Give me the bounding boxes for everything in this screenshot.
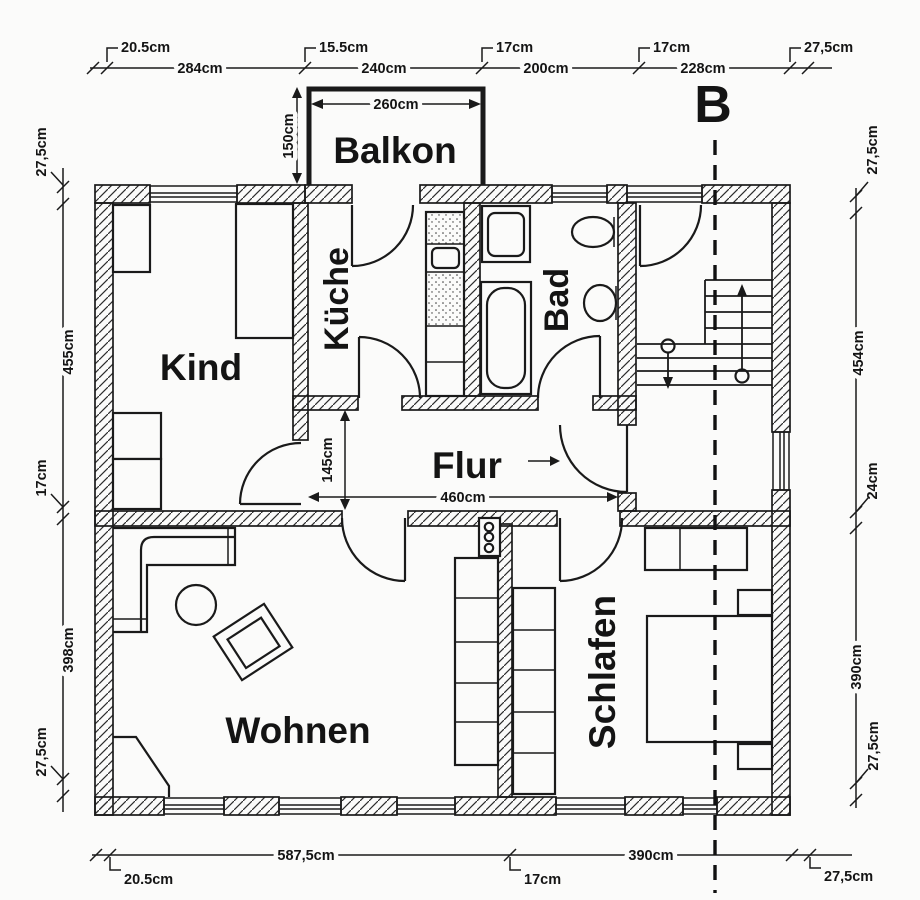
dimension-ticks bbox=[89, 848, 817, 862]
dim-right-seg2: 390cm bbox=[849, 644, 865, 689]
dim-bottom-offset-left: 20.5cm bbox=[124, 872, 173, 888]
room-label-flur: Flur bbox=[432, 445, 502, 486]
section-marker-label: B bbox=[694, 76, 732, 134]
room-label-kueche: Küche bbox=[318, 247, 356, 351]
dim-left-offset-bottom: 27,5cm bbox=[34, 727, 50, 776]
dim-top-seg2: 240cm bbox=[361, 61, 406, 77]
windows bbox=[149, 185, 790, 815]
door-bad bbox=[536, 334, 602, 399]
room-label-kind: Kind bbox=[160, 347, 242, 388]
door-staircase bbox=[638, 204, 703, 268]
dim-balcony-depth: 150cm bbox=[281, 113, 297, 158]
door-entrance bbox=[558, 424, 629, 494]
dim-bottom-gap1: 17cm bbox=[524, 872, 561, 888]
dim-right-seg1: 454cm bbox=[851, 330, 867, 375]
dim-left-gap1: 17cm bbox=[34, 459, 50, 496]
dimension-chain-left: 27,5cm 455cm 17cm 398cm 27,5cm bbox=[34, 127, 82, 812]
schlafen-wardrobe bbox=[511, 586, 557, 796]
wohnen-armchair bbox=[212, 602, 294, 682]
schlafen-bed bbox=[645, 614, 774, 744]
wohnen-corner-feature bbox=[113, 735, 171, 797]
window-schlafen-1 bbox=[555, 797, 626, 815]
schlafen-nightstand-1 bbox=[736, 588, 774, 617]
room-kueche: Küche bbox=[318, 210, 466, 398]
doors bbox=[238, 204, 703, 583]
dimension-hooks bbox=[109, 857, 821, 871]
balcony-walls bbox=[306, 86, 486, 185]
dim-left-seg1: 455cm bbox=[61, 329, 77, 374]
wohnen-shelf bbox=[453, 556, 500, 767]
schlafen-nightstand-2 bbox=[736, 742, 774, 771]
room-kind: Kind bbox=[111, 202, 295, 511]
dim-left-seg2: 398cm bbox=[61, 627, 77, 672]
room-label-wohnen: Wohnen bbox=[225, 710, 370, 751]
room-label-bad: Bad bbox=[538, 268, 576, 332]
dim-right-offset-bottom: 27,5cm bbox=[866, 721, 882, 770]
bad-sink bbox=[582, 283, 618, 323]
wohnen-corner-sofa bbox=[113, 526, 237, 634]
dim-flur-width: 460cm bbox=[440, 490, 485, 506]
dim-bottom-seg1: 587,5cm bbox=[277, 848, 334, 864]
bad-bathtub bbox=[479, 280, 533, 396]
door-kueche bbox=[357, 335, 422, 399]
window-wohnen-3 bbox=[396, 797, 456, 815]
kind-wardrobe bbox=[111, 203, 152, 274]
room-label-balkon: Balkon bbox=[333, 130, 456, 171]
staircase bbox=[637, 279, 772, 389]
dimension-hooks bbox=[855, 181, 869, 784]
window-kind bbox=[149, 185, 238, 203]
dim-top-offset-left: 20.5cm bbox=[121, 40, 170, 56]
door-balcony bbox=[350, 204, 415, 268]
kitchen-sink bbox=[430, 246, 461, 270]
wohnen-table bbox=[174, 583, 218, 627]
dimension-chain-bottom: 20.5cm 17cm 27,5cm 587,5cm 390cm bbox=[89, 844, 873, 888]
stair-arrow-down-origin bbox=[660, 338, 676, 354]
door-schlafen bbox=[558, 517, 624, 583]
window-staircase-right bbox=[772, 431, 790, 491]
dimension-chain-right: 27,5cm 454cm 24cm 390cm 27,5cm bbox=[845, 125, 882, 808]
bad-toilet bbox=[570, 215, 616, 249]
window-staircase-top bbox=[626, 185, 703, 203]
dim-top-seg3: 200cm bbox=[523, 61, 568, 77]
dim-right-offset-top: 27,5cm bbox=[865, 125, 881, 174]
dim-top-offset-right: 27,5cm bbox=[804, 40, 853, 56]
dim-balcony-width: 260cm bbox=[373, 97, 418, 113]
window-wohnen-2 bbox=[278, 797, 342, 815]
dim-left-offset-top: 27,5cm bbox=[34, 127, 50, 176]
room-label-schlafen: Schlafen bbox=[582, 595, 623, 749]
room-wohnen: Wohnen bbox=[113, 526, 500, 797]
kind-bed bbox=[234, 202, 295, 340]
dim-top-gap1: 15.5cm bbox=[319, 40, 368, 56]
dimension-hooks bbox=[50, 171, 64, 780]
dimension-hooks bbox=[106, 47, 801, 62]
dim-top-gap2: 17cm bbox=[496, 40, 533, 56]
dim-top-seg4: 228cm bbox=[680, 61, 725, 77]
window-wohnen-1 bbox=[163, 797, 225, 815]
room-flur: 145cm 460cm Flur bbox=[308, 410, 618, 511]
dimension-ticks bbox=[86, 61, 815, 75]
stair-treads bbox=[637, 279, 772, 386]
dim-bottom-offset-right: 27,5cm bbox=[824, 869, 873, 885]
dim-bottom-seg2: 390cm bbox=[628, 848, 673, 864]
dim-top-gap3: 17cm bbox=[653, 40, 690, 56]
door-wohnen bbox=[340, 517, 407, 583]
section-line-b: B bbox=[694, 76, 732, 893]
chimney bbox=[477, 516, 502, 558]
kind-desk-lower bbox=[111, 457, 163, 511]
room-bad: Bad bbox=[479, 204, 618, 396]
room-schlafen: Schlafen bbox=[511, 526, 774, 796]
window-bad bbox=[551, 185, 608, 203]
dim-right-gap1: 24cm bbox=[865, 462, 881, 499]
dimension-chain-top: 20.5cm 15.5cm 17cm 17cm 27,5cm 284cm 240… bbox=[86, 40, 853, 82]
interior-walls bbox=[94, 202, 791, 798]
dim-top-seg1: 284cm bbox=[177, 61, 222, 77]
door-kind bbox=[238, 441, 302, 506]
schlafen-dresser bbox=[643, 526, 749, 572]
window-schlafen-2 bbox=[682, 797, 718, 815]
kind-desk-upper bbox=[111, 411, 163, 461]
balcony: 260cm 150cm Balkon bbox=[277, 86, 486, 185]
dim-flur-depth: 145cm bbox=[320, 437, 336, 482]
